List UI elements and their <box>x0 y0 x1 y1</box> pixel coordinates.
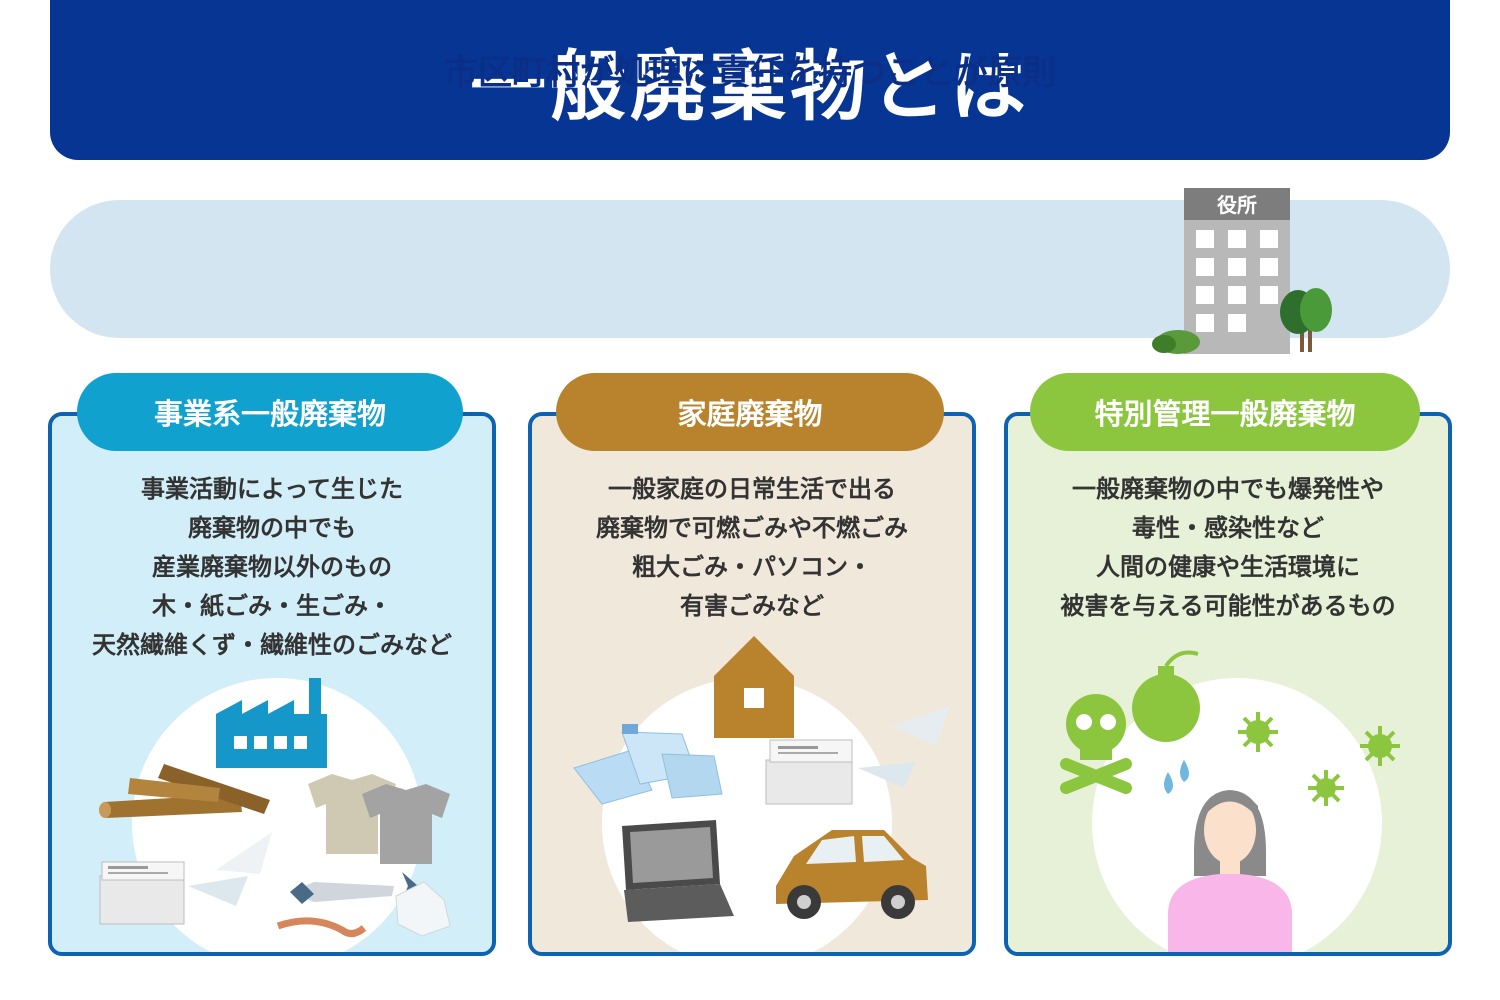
card-label-household-waste: 家庭廃棄物 <box>556 373 944 451</box>
card-description: 一般廃棄物の中でも爆発性や 毒性・感染性など 人間の健康や生活環境に 被害を与え… <box>1008 470 1448 626</box>
plastic-bottle-icon <box>573 724 723 805</box>
paper-stack-icon <box>99 861 248 925</box>
card-business-waste: 事業活動によって生じた 廃棄物の中でも 産業廃棄物以外のもの 木・紙ごみ・生ごみ… <box>48 412 496 956</box>
card-household-waste: 一般家庭の日常生活で出る 廃棄物で可燃ごみや不燃ごみ 粗大ごみ・パソコン・ 有害… <box>528 412 976 956</box>
house-icon <box>714 636 794 738</box>
desc-line: 被害を与える可能性があるもの <box>1060 592 1396 620</box>
desc-line: 粗大ごみ・パソコン・ <box>632 553 872 581</box>
bush-icon <box>1152 330 1200 354</box>
desc-line: 廃棄物で可燃ごみや不燃ごみ <box>596 514 908 542</box>
card-description: 事業活動によって生じた 廃棄物の中でも 産業廃棄物以外のもの 木・紙ごみ・生ごみ… <box>52 470 492 665</box>
desc-line: 木・紙ごみ・生ごみ・ <box>152 592 392 620</box>
bomb-icon <box>1132 650 1200 742</box>
desc-line: 有害ごみなど <box>680 592 824 620</box>
title-banner: 一般廃棄物とは <box>50 0 1450 160</box>
skull-crossbones-icon <box>1060 694 1132 794</box>
business-waste-illustration <box>99 678 451 937</box>
desc-line: 事業活動によって生じた <box>140 475 404 503</box>
paper-scrap-icon <box>216 832 272 874</box>
desc-line: 人間の健康や生活環境に <box>1096 553 1360 581</box>
desc-line: 産業廃棄物以外のもの <box>152 553 392 581</box>
virus-icon <box>1360 726 1400 766</box>
laptop-icon <box>622 820 734 922</box>
desc-line: 廃棄物の中でも <box>188 514 356 542</box>
tree-icon <box>1280 288 1332 352</box>
card-label-special-waste: 特別管理一般廃棄物 <box>1030 373 1420 451</box>
t-shirt-icon <box>308 774 450 864</box>
household-waste-illustration <box>573 636 950 922</box>
principle-text: 市区町村が処理に責任を持つことが原則 <box>444 52 1056 93</box>
card-label-business-waste: 事業系一般廃棄物 <box>77 373 463 451</box>
sweat-drop-icon <box>1164 760 1189 794</box>
food-scrap-icon <box>276 917 367 937</box>
desc-line: 一般家庭の日常生活で出る <box>608 475 896 503</box>
tissue-icon <box>395 881 451 937</box>
desc-line: 天然繊維くず・繊維性のごみなど <box>92 631 452 659</box>
desc-line: 毒性・感染性など <box>1132 514 1324 542</box>
paper-stack-icon <box>765 706 950 805</box>
factory-icon <box>216 678 327 768</box>
card-special-waste: 一般廃棄物の中でも爆発性や 毒性・感染性など 人間の健康や生活環境に 被害を与え… <box>1004 412 1452 956</box>
person-icon <box>1168 790 1292 952</box>
virus-icon <box>1238 712 1278 752</box>
wood-logs-icon <box>99 764 270 818</box>
car-icon <box>776 830 928 919</box>
card-description: 一般家庭の日常生活で出る 廃棄物で可燃ごみや不燃ごみ 粗大ごみ・パソコン・ 有害… <box>532 470 972 626</box>
desc-line: 一般廃棄物の中でも爆発性や <box>1072 475 1384 503</box>
virus-icon <box>1308 770 1344 806</box>
special-waste-illustration <box>1060 650 1400 952</box>
page-title: 一般廃棄物とは <box>470 42 1030 131</box>
building-label: 役所 <box>1217 193 1257 217</box>
city-hall-icon: 役所 <box>1152 188 1332 354</box>
